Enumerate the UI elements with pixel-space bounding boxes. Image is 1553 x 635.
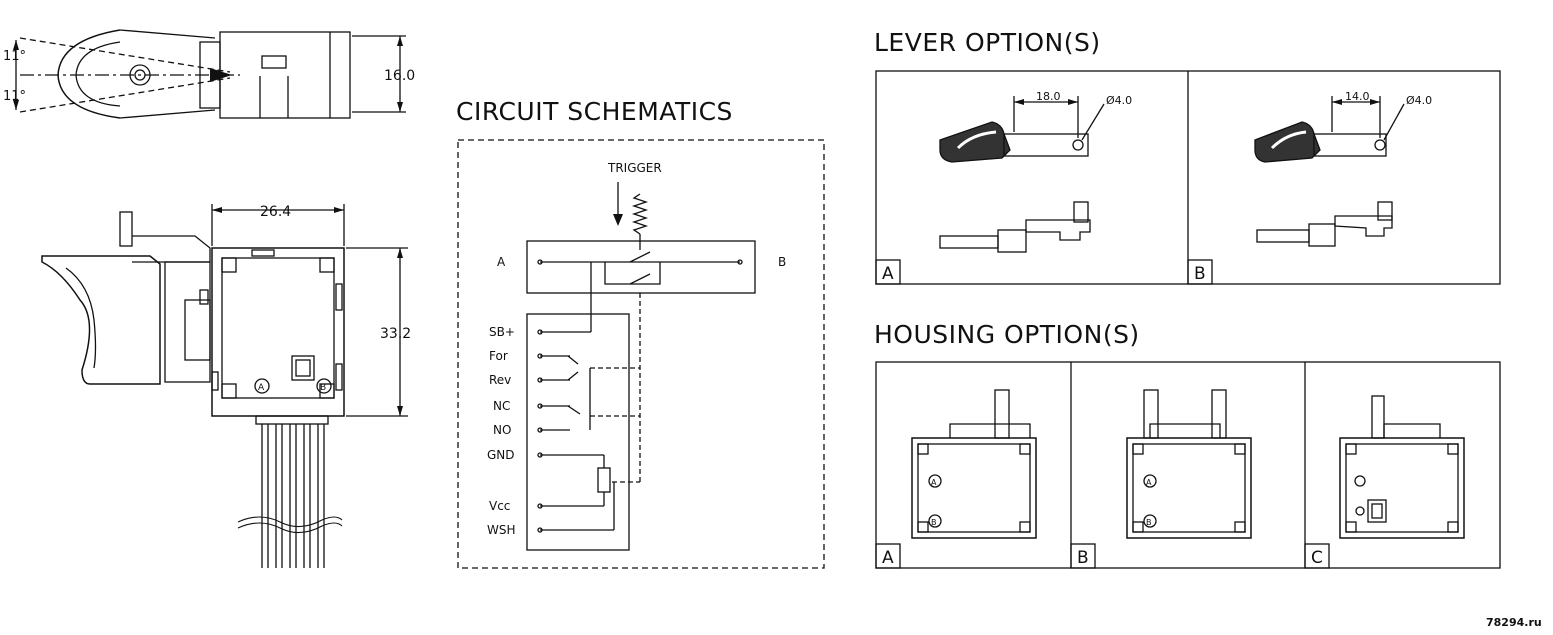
dim-height-top: 16.0 <box>384 68 415 84</box>
housing-b-mark-b: B <box>1146 518 1152 527</box>
housing-c-letter: C <box>1311 548 1323 568</box>
housing-a-mark-b: B <box>931 518 937 527</box>
angle-bottom-label: 11° <box>3 89 26 104</box>
watermark: 78294.ru <box>1486 616 1542 629</box>
lever-b-hole: Ø4.0 <box>1406 94 1432 107</box>
pin-label: GND <box>487 448 515 462</box>
housing-title: HOUSING OPTION(S) <box>874 320 1140 349</box>
circuit-title: CIRCUIT SCHEMATICS <box>456 97 733 126</box>
pin-label: For <box>489 349 508 363</box>
housing-b-letter: B <box>1077 548 1089 568</box>
lever-options <box>875 70 1501 285</box>
dim-width: 26.4 <box>260 204 291 220</box>
side-view <box>41 204 408 568</box>
angle-top-label: 11° <box>3 49 26 64</box>
lever-a-letter: A <box>882 264 894 284</box>
side-mark-b: B <box>320 383 326 393</box>
lever-a-length: 18.0 <box>1036 90 1061 103</box>
housing-a-letter: A <box>882 548 894 568</box>
lever-title: LEVER OPTION(S) <box>874 28 1101 57</box>
lever-a-hole: Ø4.0 <box>1106 94 1132 107</box>
housing-options <box>875 361 1501 569</box>
housing-a-mark-a: A <box>931 478 937 487</box>
housing-b-mark-a: A <box>1146 478 1152 487</box>
circuit-schematic <box>457 139 825 569</box>
pin-label: Vcc <box>489 499 510 513</box>
pin-label: SB+ <box>489 325 515 339</box>
pin-label: Rev <box>489 373 511 387</box>
lever-b-letter: B <box>1194 264 1206 284</box>
node-b-label: B <box>778 255 786 269</box>
pin-label: NO <box>493 423 511 437</box>
top-view <box>13 29 406 119</box>
node-a-label: A <box>497 255 506 269</box>
pin-label: NC <box>493 399 510 413</box>
lever-b-length: 14.0 <box>1345 90 1370 103</box>
trigger-label: TRIGGER <box>607 161 662 175</box>
pin-label: WSH <box>487 523 516 537</box>
dim-height: 33.2 <box>380 326 411 342</box>
side-mark-a: A <box>258 383 265 393</box>
